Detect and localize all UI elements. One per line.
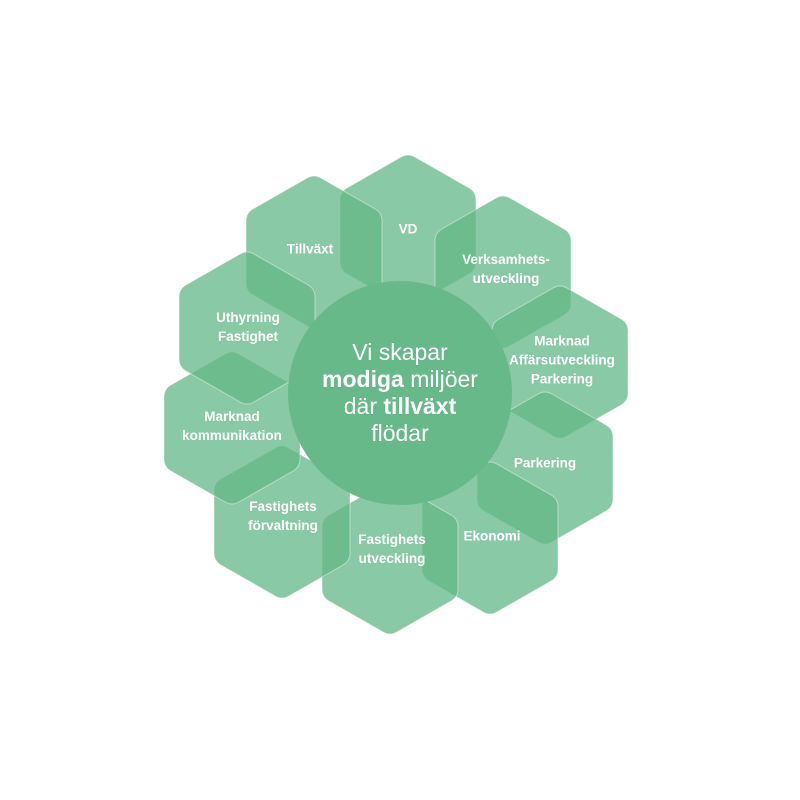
hexagon-label-line: kommunikation: [182, 428, 282, 443]
hexagon-label-line: Fastighets: [249, 499, 317, 514]
hexagon-label-line: Parkering: [530, 371, 594, 387]
hexagon-uthyrning-fastighet: [178, 251, 316, 405]
hexagon-label-tillvaxt: Tillväxt: [287, 240, 333, 259]
slogan-line-2: modiga miljöer: [322, 366, 478, 392]
hexagon-label-fastighetsforvaltning: Fastighets förvaltning: [248, 497, 318, 535]
hexagon-label-line: Parkering: [513, 455, 577, 471]
hexagon-label-line: Affärsutveckling: [509, 352, 615, 368]
hexagon-label-fastighetsutveckling: Fastighets utveckling: [358, 530, 426, 568]
hexagon-label-parkering: Parkering: [514, 454, 576, 473]
hexagon-label-line: Ekonomi: [463, 528, 521, 544]
center-circle: [288, 281, 512, 505]
slogan-line-4: flödar: [371, 420, 429, 446]
hexagon-label-line: Uthyrning: [216, 310, 280, 325]
center-slogan: Vi skapar modiga miljöer där tillväxt fl…: [322, 339, 478, 447]
hexagon-label-line: Fastighet: [217, 329, 278, 344]
hexagon-label-line: Fastighets: [358, 532, 426, 547]
hexagon-label-vd: VD: [399, 220, 418, 239]
hexagon-label-line: utveckling: [358, 551, 426, 566]
hexagon-label-line: förvaltning: [248, 518, 318, 533]
hexagon-label-line: Verksamhets-: [462, 252, 550, 267]
hexagon-label-verksamhetsutveckling: Verksamhets-utveckling: [462, 250, 550, 288]
hexagon-label-line: Marknad: [534, 333, 590, 349]
hexagon-label-line: Marknad: [204, 409, 260, 424]
hexagon-label-line: utveckling: [472, 271, 540, 286]
hexagon-label-line: VD: [398, 221, 418, 237]
slogan-line-3: där tillväxt: [343, 393, 457, 419]
slogan-line-1: Vi skapar: [352, 339, 448, 365]
hexagon-label-ekonomi: Ekonomi: [463, 527, 520, 546]
hexagon-label-line: Tillväxt: [286, 241, 334, 257]
hexagon-label-marknadskommunikation: Marknad kommunikation: [182, 407, 282, 445]
